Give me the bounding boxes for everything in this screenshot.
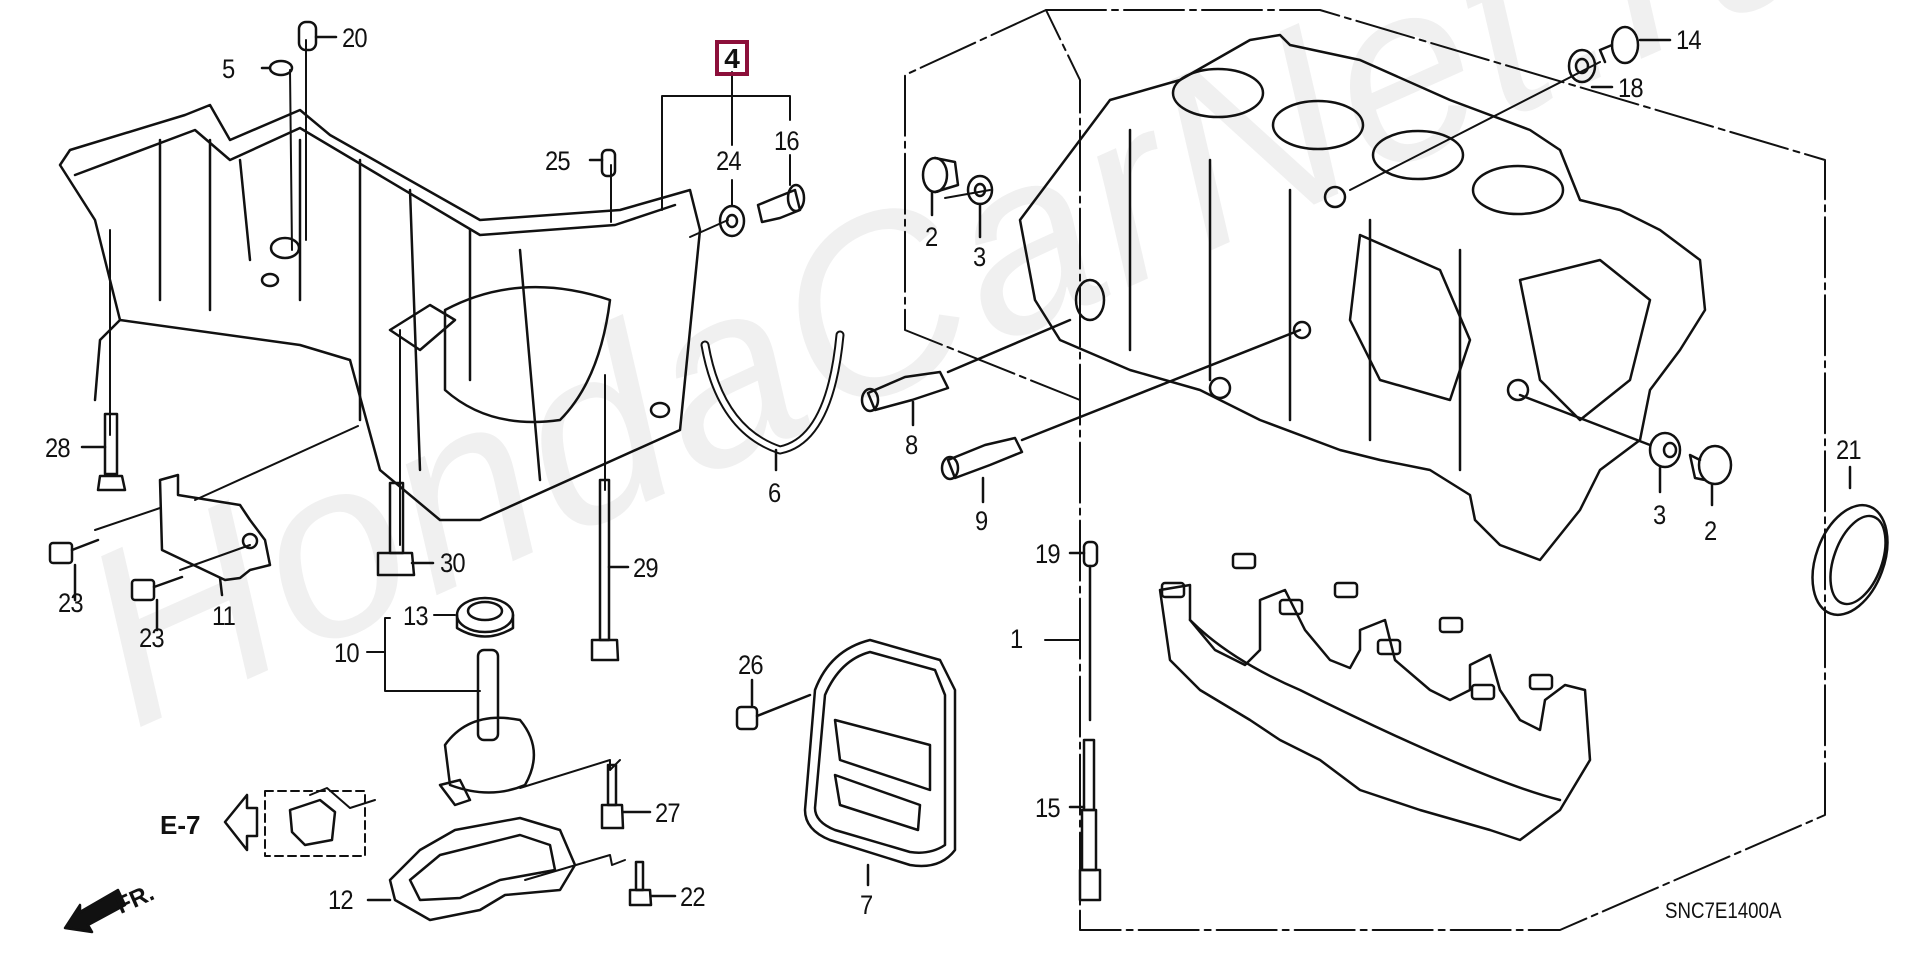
part-23-bolt-b	[130, 575, 184, 632]
callout-20[interactable]: 20	[342, 23, 368, 53]
part-3-washer-right	[1518, 393, 1682, 494]
callout-14[interactable]: 14	[1676, 25, 1702, 55]
callout-13[interactable]: 13	[403, 601, 429, 631]
callout-8[interactable]: 8	[905, 430, 918, 460]
callout-27[interactable]: 27	[655, 798, 681, 828]
callout-3[interactable]: 3	[1653, 500, 1666, 530]
part-8-sensor	[860, 318, 1072, 427]
callout-9[interactable]: 9	[975, 506, 988, 536]
reference-e7-link[interactable]: E-7	[160, 810, 201, 840]
part-23-bolt-a	[48, 538, 100, 602]
part-6-seal	[700, 330, 845, 472]
part-19-dowel	[1068, 540, 1099, 722]
callout-10[interactable]: 10	[334, 638, 360, 668]
callout-1[interactable]: 1	[1010, 624, 1023, 654]
callout-11[interactable]: 11	[212, 601, 236, 631]
part-15-bolt	[1068, 738, 1102, 902]
oil-pan	[58, 103, 702, 522]
part-29-bolt	[590, 478, 630, 662]
callout-22[interactable]: 22	[680, 882, 706, 912]
callout-26[interactable]: 26	[738, 650, 764, 680]
callout-29[interactable]: 29	[633, 553, 659, 583]
callout-5[interactable]: 5	[222, 54, 235, 84]
bearing-cap-frame	[1158, 552, 1592, 842]
cylinder-block	[1018, 33, 1707, 562]
part-18-washer	[1567, 48, 1614, 89]
part-13-seal	[455, 596, 515, 638]
callout-19[interactable]: 19	[1035, 539, 1061, 569]
part-10-bracket-lines	[366, 614, 481, 692]
part-14-plug	[1598, 25, 1672, 65]
e7-reference-arrow	[223, 790, 366, 857]
callout-2[interactable]: 2	[925, 222, 938, 252]
callout-12[interactable]: 12	[328, 885, 354, 915]
part-11-bracket	[158, 473, 272, 597]
sensor-leaders	[309, 759, 626, 881]
callout-4-highlighted[interactable]: 4	[715, 40, 749, 76]
callout-23[interactable]: 23	[58, 588, 84, 618]
callout-15[interactable]: 15	[1035, 793, 1061, 823]
part-5-oring	[260, 59, 294, 77]
pan-leaders	[94, 39, 1601, 571]
callout-25[interactable]: 25	[545, 146, 571, 176]
part-22-bolt	[628, 860, 677, 907]
part-3-washer-left	[966, 174, 994, 239]
part-2-plug-right	[1688, 444, 1733, 507]
callout-30[interactable]: 30	[440, 548, 466, 578]
part-12-gasket	[366, 816, 577, 922]
part-28-bolt	[80, 412, 127, 492]
part-21-oil-seal	[1811, 465, 1889, 617]
part-10-sensor	[438, 648, 536, 807]
part-26-bolt	[735, 678, 812, 731]
callout-2[interactable]: 2	[1704, 516, 1717, 546]
part-25-dowel	[588, 148, 617, 178]
callout-18[interactable]: 18	[1618, 73, 1644, 103]
callout-16[interactable]: 16	[774, 126, 800, 156]
callout-28[interactable]: 28	[45, 433, 71, 463]
diagram-code: SNC7E1400A	[1665, 898, 1782, 923]
callout-6[interactable]: 6	[768, 478, 781, 508]
callout-21[interactable]: 21	[1836, 435, 1862, 465]
front-arrow	[63, 888, 127, 934]
part-20-dowel	[297, 20, 338, 52]
callout-23[interactable]: 23	[139, 623, 165, 653]
part-4-bracket-lines	[661, 71, 791, 211]
part-24-washer	[718, 204, 746, 238]
block-assembly-boundary	[904, 9, 1826, 931]
callout-3[interactable]: 3	[973, 242, 986, 272]
callout-24[interactable]: 24	[716, 146, 742, 176]
part-16-drain-bolt	[756, 183, 806, 224]
part-30-bolt	[376, 481, 435, 577]
part-2-plug-left	[921, 156, 960, 217]
part-9-sensor	[940, 328, 1302, 504]
part-27-bolt	[600, 763, 652, 830]
part-7-baffle	[803, 638, 957, 887]
callout-7[interactable]: 7	[860, 890, 873, 920]
